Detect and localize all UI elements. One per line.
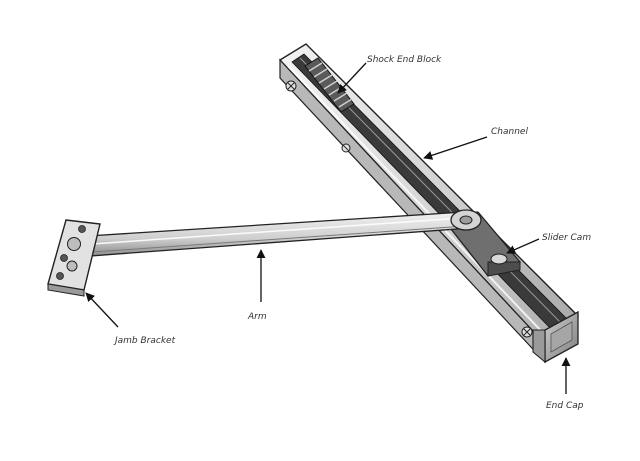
arrow-shock-end-block (337, 62, 367, 94)
arrow-jamb-bracket (85, 292, 119, 328)
bracket-hole-2 (67, 237, 81, 251)
slider-cam-rivet (490, 253, 508, 265)
label-arm: Arm (247, 312, 267, 322)
label-jamb-bracket: Jamb Bracket (113, 336, 176, 346)
bracket-hole-4 (66, 260, 78, 272)
label-slider-cam: Slider Cam (542, 233, 591, 243)
shock-end-block (304, 57, 355, 113)
arm (87, 209, 482, 257)
arrow-channel (423, 136, 488, 160)
label-end-cap: End Cap (546, 401, 584, 411)
arrow-slider-cam (506, 238, 540, 254)
label-channel: Channel (491, 127, 528, 137)
bracket-hole-3 (60, 254, 68, 262)
bracket-hole-1 (78, 225, 86, 233)
end-cap (521, 310, 579, 364)
label-shock-end-block: Shock End Block (367, 55, 442, 65)
bracket-hole-5 (56, 272, 64, 280)
jamb-bracket (47, 219, 101, 297)
